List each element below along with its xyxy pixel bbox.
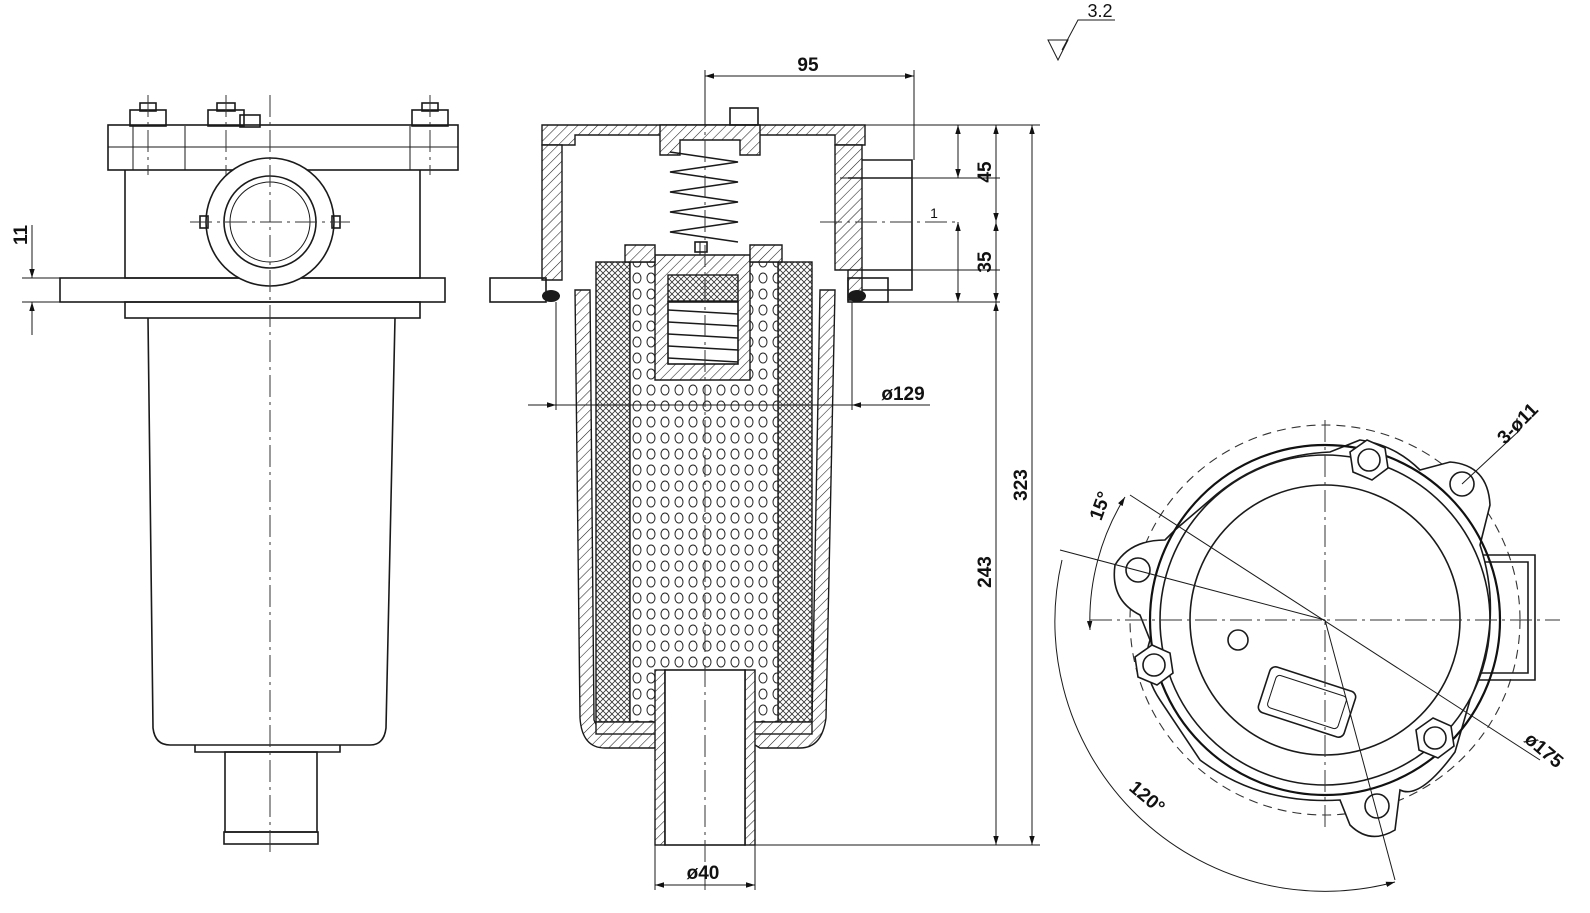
dim-dia-129: ø129 xyxy=(881,384,924,405)
bolt-heads xyxy=(129,102,449,128)
dim-angle-120: 120° xyxy=(1125,777,1169,818)
surface-finish-symbol xyxy=(1047,19,1115,62)
front-view xyxy=(22,95,459,855)
dim-height-35: 35 xyxy=(975,251,996,273)
plan-bolts xyxy=(1134,439,1455,759)
dim-dia-40: ø40 xyxy=(687,863,720,884)
dim-length-323: 323 xyxy=(1011,469,1032,501)
dim-length-243: 243 xyxy=(975,556,996,588)
dim-label-1: 1 xyxy=(930,205,938,221)
dim-angle-15: 15° xyxy=(1086,489,1116,523)
dim-flange-11: 11 xyxy=(11,225,32,246)
dim-dia-175: ø175 xyxy=(1520,729,1567,773)
section-view xyxy=(489,70,1040,890)
dim-height-45: 45 xyxy=(975,161,996,183)
surface-finish-value: 3.2 xyxy=(1087,1,1112,21)
plan-view xyxy=(1054,420,1560,892)
dim-width-95: 95 xyxy=(797,55,819,76)
dim-holes-3x11: 3-ø11 xyxy=(1494,399,1544,449)
